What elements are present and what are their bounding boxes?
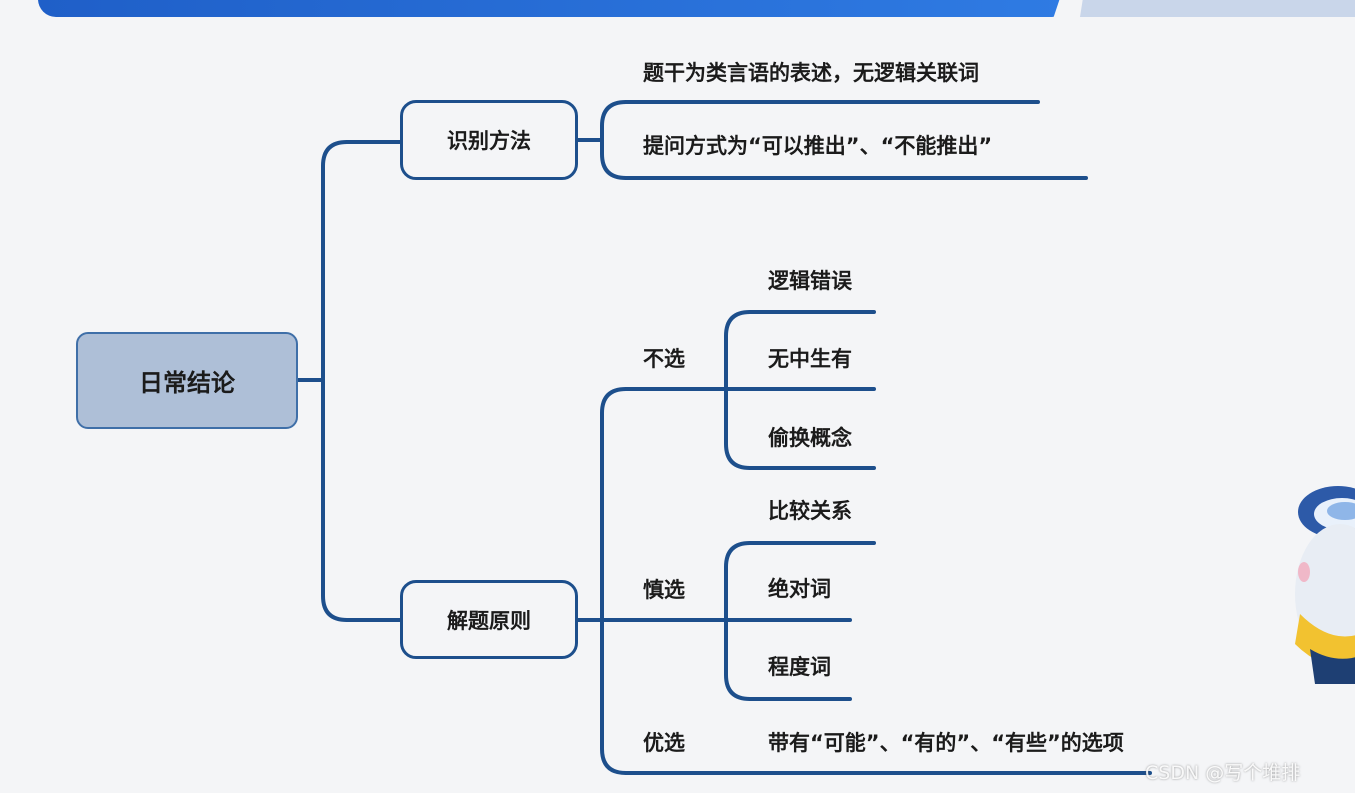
leaf-identify-2: 提问方式为“可以推出”、“不能推出” bbox=[643, 134, 993, 158]
header-banner-right bbox=[1080, 0, 1355, 17]
branch-node-identify: 识别方法 bbox=[400, 100, 578, 180]
connector-main-spine bbox=[321, 140, 349, 622]
mascot-illustration bbox=[1290, 484, 1355, 684]
connector-group-2-spine bbox=[724, 541, 752, 701]
branch-node-principles-label: 解题原则 bbox=[447, 608, 531, 633]
root-node-label: 日常结论 bbox=[139, 369, 235, 397]
item-exclude-1: 逻辑错误 bbox=[768, 269, 852, 293]
item-exclude-3: 偷换概念 bbox=[768, 426, 852, 450]
group-label-exclude: 不选 bbox=[643, 347, 685, 371]
item-exclude-2: 无中生有 bbox=[768, 347, 852, 371]
item-caution-3: 程度词 bbox=[768, 655, 831, 679]
item-caution-2: 绝对词 bbox=[768, 577, 831, 601]
watermark: CSDN @写个堆排 bbox=[1145, 762, 1301, 784]
item-prefer-1: 带有“可能”、“有的”、“有些”的选项 bbox=[768, 731, 1124, 755]
header-banner bbox=[38, 0, 1066, 17]
branch-node-identify-label: 识别方法 bbox=[447, 129, 531, 153]
group-label-prefer: 优选 bbox=[643, 731, 685, 755]
connector-branch-2-spine bbox=[600, 387, 628, 775]
branch-node-principles: 解题原则 bbox=[400, 580, 578, 659]
group-label-caution: 慎选 bbox=[643, 578, 685, 602]
item-caution-1: 比较关系 bbox=[768, 499, 852, 523]
connector-branch-1-spine bbox=[600, 100, 628, 180]
root-node: 日常结论 bbox=[76, 332, 298, 429]
leaf-identify-1: 题干为类言语的表述，无逻辑关联词 bbox=[643, 61, 979, 85]
